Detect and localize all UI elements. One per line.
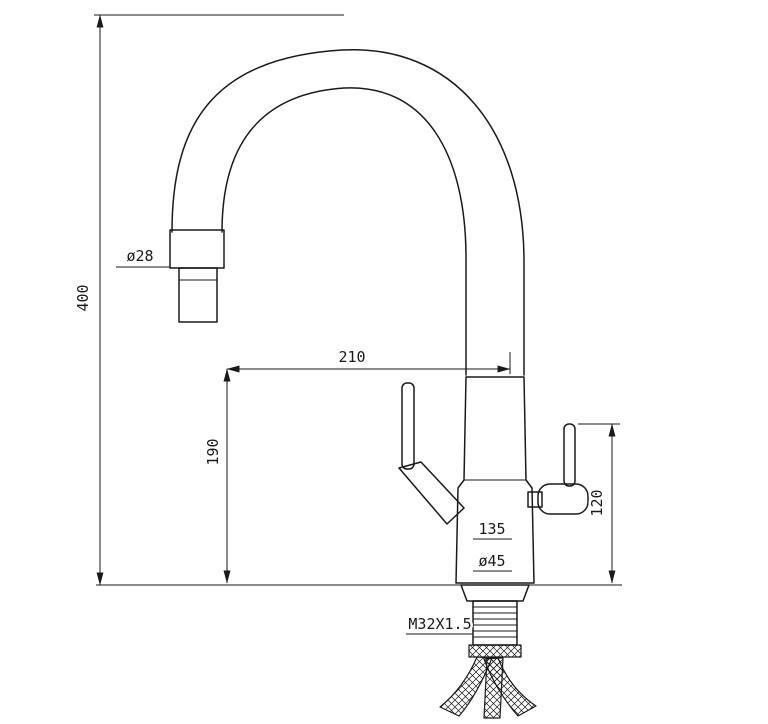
label-body-135: 135 — [473, 518, 512, 541]
mounting-flange — [460, 584, 530, 602]
label-base-diameter: ø45 — [473, 550, 512, 573]
spout-tube-inner-edge — [221, 87, 467, 376]
side-handle — [527, 423, 589, 515]
faucet-body-outline — [455, 376, 535, 584]
dim-o28-label: ø28 — [126, 247, 153, 265]
threaded-shank — [468, 600, 522, 658]
thread-lines — [473, 606, 517, 638]
dimension-total-height: 400 — [72, 14, 344, 586]
spray-head-collar — [169, 229, 225, 269]
dimension-spout-clearance: 190 — [202, 368, 231, 584]
side-handle-neck — [527, 491, 543, 508]
spray-head-body — [178, 267, 218, 323]
spout-tube — [171, 49, 525, 376]
dim-o45-label: ø45 — [478, 552, 505, 570]
dimension-spout-reach: 210 — [226, 346, 511, 374]
dim-120-label: 120 — [588, 489, 606, 516]
lever-handle-base — [398, 461, 465, 525]
label-spout-diameter: ø28 — [116, 245, 170, 268]
dim-400-label: 400 — [74, 284, 92, 311]
shank-crimp-nut — [468, 644, 522, 658]
spray-head — [169, 229, 225, 323]
threaded-shank-body — [472, 600, 518, 646]
side-handle-knob — [537, 483, 589, 515]
dim-thread-label: M32X1.5 — [408, 615, 471, 633]
spout-tube-outer-edge — [171, 49, 525, 376]
faucet-body — [455, 376, 535, 584]
dim-135-label: 135 — [478, 520, 505, 538]
lever-handle — [398, 382, 465, 525]
dim-210-label: 210 — [338, 348, 365, 366]
side-handle-stick — [563, 423, 576, 487]
dimension-side-handle-height: 120 — [578, 423, 620, 584]
supply-hoses — [439, 656, 537, 719]
label-mounting-thread: M32X1.5 — [406, 613, 474, 636]
dim-190-label: 190 — [204, 438, 222, 465]
supply-hose-middle — [483, 657, 504, 719]
lever-handle-stick — [401, 382, 415, 470]
